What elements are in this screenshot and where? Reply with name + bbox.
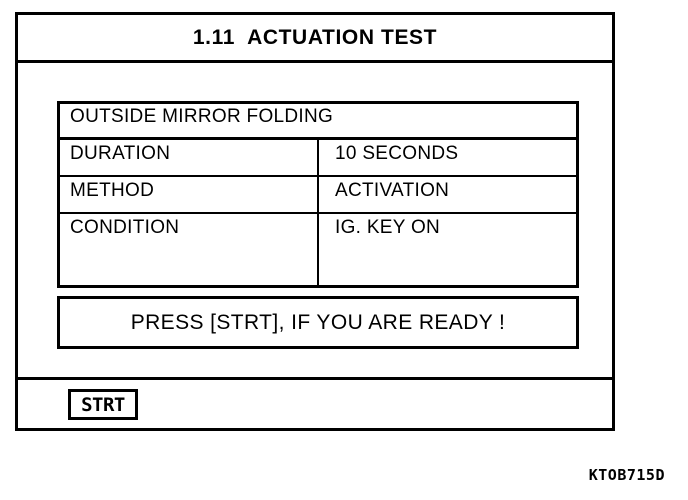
row-value-condition: IG. KEY ON <box>335 217 441 238</box>
figure-reference-code: KTOB715D <box>588 466 665 484</box>
row-value-duration: 10 SECONDS <box>318 138 576 177</box>
table-row: METHOD ACTIVATION <box>60 176 576 214</box>
strt-button[interactable]: STRT <box>68 389 138 420</box>
row-value-method: ACTIVATION <box>318 176 576 214</box>
table-row: CONDITION IG. KEY ON <box>60 213 576 285</box>
screen-body: OUTSIDE MIRROR FOLDING DURATION 10 SECON… <box>18 63 612 377</box>
table-row: DURATION 10 SECONDS <box>60 138 576 177</box>
scan-tool-screen-frame: 1.11 ACTUATION TEST OUTSIDE MIRROR FOLDI… <box>15 12 615 431</box>
prompt-message-box: PRESS [STRT], IF YOU ARE READY ! <box>57 296 579 349</box>
page-title: 1.11 ACTUATION TEST <box>192 25 438 49</box>
row-label-duration: DURATION <box>60 138 319 177</box>
table-header-row: OUTSIDE MIRROR FOLDING <box>60 104 576 140</box>
soft-key-bar: STRT <box>18 377 612 428</box>
row-label-condition: CONDITION <box>60 213 319 285</box>
screen-title-bar: 1.11 ACTUATION TEST <box>18 15 612 63</box>
test-name-cell: OUTSIDE MIRROR FOLDING <box>60 104 576 140</box>
row-label-method: METHOD <box>60 176 319 214</box>
prompt-message-text: PRESS [STRT], IF YOU ARE READY ! <box>130 310 506 334</box>
actuation-info-table: OUTSIDE MIRROR FOLDING DURATION 10 SECON… <box>57 101 579 288</box>
